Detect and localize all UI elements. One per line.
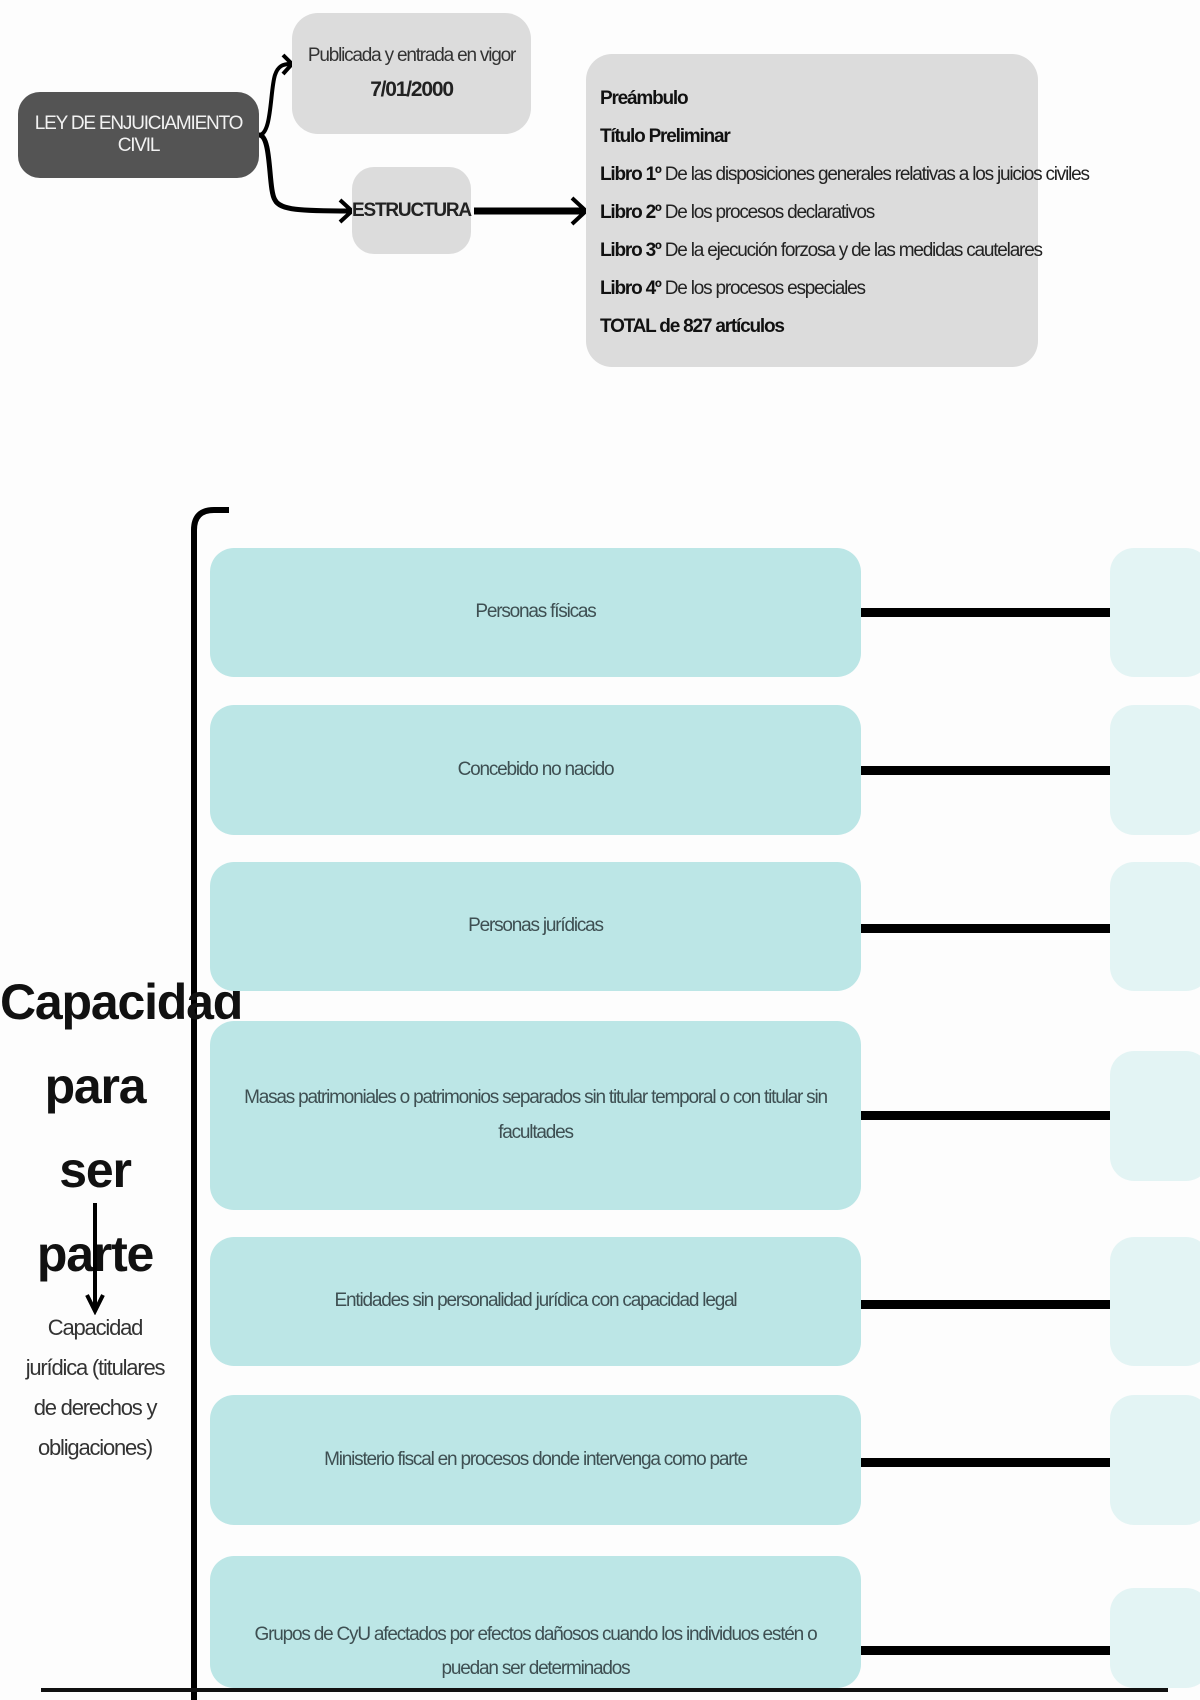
structure-item: Libro 4º De los procesos especiales (600, 278, 866, 299)
published-date: 7/01/2000 (370, 77, 454, 101)
capacity-subtitle: Capacidad jurídica (titulares de derecho… (25, 1315, 166, 1460)
item-box: Personas físicas (210, 548, 861, 677)
connector-line (861, 1111, 1111, 1120)
published-node: Publicada y entrada en vigor 7/01/2000 (292, 13, 531, 134)
connector-line (861, 766, 1111, 775)
connector-line (861, 924, 1111, 933)
connector-line (861, 608, 1111, 617)
structure-item: Libro 3º De la ejecución forzosa y de la… (600, 240, 1043, 261)
faded-box (1110, 862, 1200, 991)
capacity-title: Capacidad para ser parte (0, 974, 243, 1282)
faded-box (1110, 548, 1200, 677)
bracket (41, 507, 1168, 1700)
faded-box (1110, 1051, 1200, 1181)
published-label: Publicada y entrada en vigor (307, 44, 516, 66)
item-box: Masas patrimoniales o patrimonios separa… (210, 1021, 861, 1210)
connector-line (861, 1458, 1111, 1467)
structure-item: Preámbulo (600, 88, 689, 109)
item-box: Entidades sin personalidad jurídica con … (210, 1237, 861, 1366)
faded-box (1110, 1588, 1200, 1688)
root-node-ley: LEY DE ENJUICIAMIENTO CIVIL (18, 92, 259, 178)
connector-line (861, 1300, 1111, 1309)
item-box: Grupos de CyU afectados por efectos daño… (210, 1556, 861, 1688)
connector-line (861, 1646, 1111, 1655)
faded-box (1110, 1395, 1200, 1525)
structure-node: ESTRUCTURA (352, 167, 472, 254)
down-arrow-icon (85, 1203, 105, 1315)
faded-box (1110, 1237, 1200, 1366)
structure-detail-node: Preámbulo Título Preliminar Libro 1º De … (586, 54, 1090, 367)
structure-item: Libro 2º De los procesos declarativos (600, 202, 875, 223)
structure-item: Libro 1º De las disposiciones generales … (600, 164, 1090, 185)
faded-box (1110, 705, 1200, 835)
item-box: Ministerio fiscal en procesos donde inte… (210, 1395, 861, 1525)
item-box: Personas jurídicas (210, 862, 861, 991)
structure-item: TOTAL de 827 artículos (600, 316, 785, 337)
structure-item: Título Preliminar (600, 126, 731, 147)
item-box: Concebido no nacido (210, 705, 861, 835)
